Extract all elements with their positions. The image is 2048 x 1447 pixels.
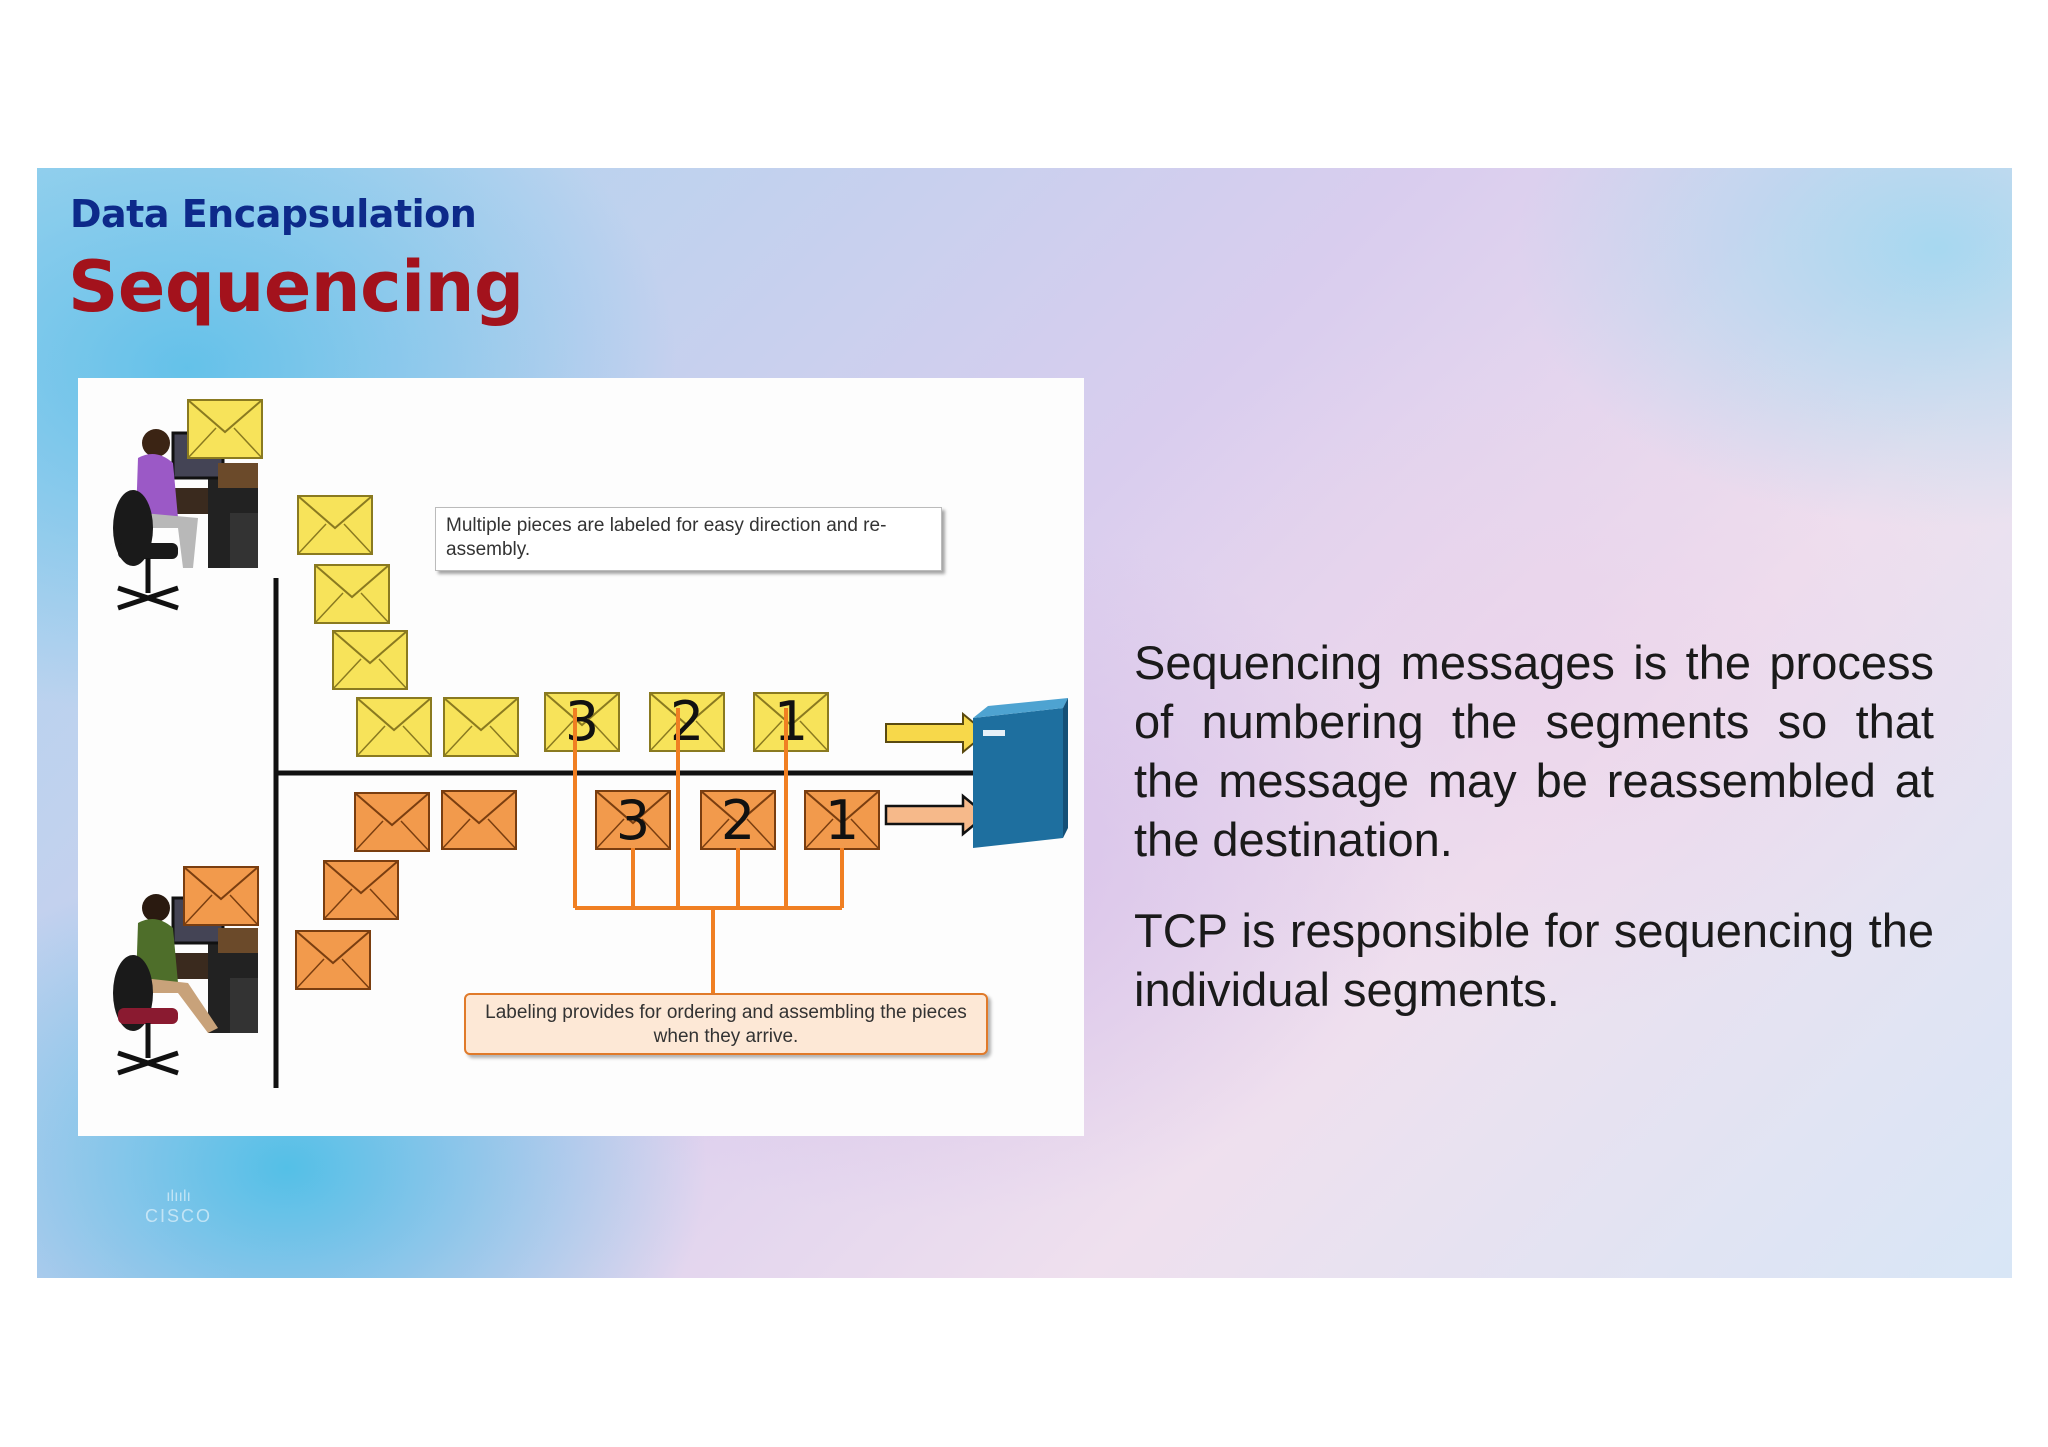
yellow-arrow-icon [885,711,988,755]
orange-envelope-icon [354,792,430,852]
cisco-logo-text: CISCO [145,1206,213,1226]
orange-envelope-icon [323,860,399,920]
yellow-envelope-icon [356,697,432,757]
yellow-label-2: 2 [670,690,704,753]
orange-label-1: 1 [825,789,859,852]
yellow-envelope-icon [314,564,390,624]
yellow-envelope-icon [187,399,263,459]
orange-arrow-icon [884,793,988,837]
callout-labeled-pieces: Multiple pieces are labeled for easy dir… [435,507,942,571]
orange-envelope-icon [295,930,371,990]
yellow-envelope-icon [443,697,519,757]
orange-label-3: 3 [616,789,650,852]
cisco-logo-bars-icon: ılıılı [166,1188,191,1205]
slide-kicker: Data Encapsulation [70,192,477,236]
server-icon [973,698,1068,848]
sequencing-diagram: 3 2 1 3 2 1 [78,378,1084,1136]
orange-envelope-icon [441,790,517,850]
yellow-envelope-icon [332,630,408,690]
yellow-label-1: 1 [774,690,808,753]
body-text: Sequencing messages is the process of nu… [1134,633,1934,1051]
slide: Data Encapsulation Sequencing [37,168,2012,1278]
paragraph-tcp-responsibility: TCP is responsible for sequencing the in… [1134,904,1934,1016]
yellow-label-3: 3 [565,690,599,753]
orange-envelope-icon [183,866,259,926]
orange-bracket [573,708,844,993]
paragraph-sequencing-definition: Sequencing messages is the process of nu… [1134,636,1934,866]
orange-label-2: 2 [721,789,755,852]
cisco-logo: ılıılı CISCO [145,1188,212,1227]
diagram-graphics: 3 2 1 3 2 1 [113,399,1068,1088]
yellow-envelope-icon [297,495,373,555]
callout-labeling-ordering: Labeling provides for ordering and assem… [464,993,988,1055]
slide-title: Sequencing [68,246,524,328]
